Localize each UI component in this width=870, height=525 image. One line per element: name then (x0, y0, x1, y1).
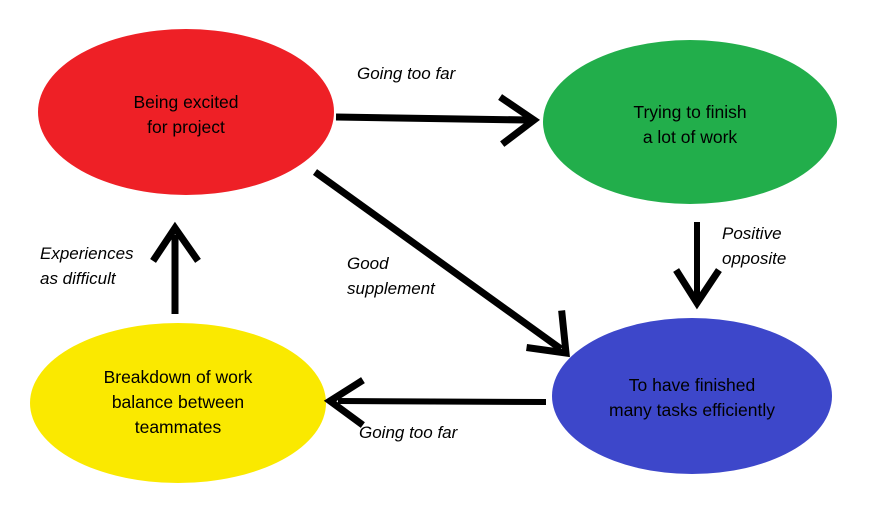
node-ellipse-trying[interactable] (543, 40, 837, 204)
edge-label-good-supplement: Good supplement (347, 254, 435, 298)
edge-label-experiences-as-difficult: Experiences as difficult (40, 244, 134, 288)
arrow-trying-to-finished[interactable] (673, 222, 722, 310)
edge-label-going-too-far-bottom: Going too far (359, 423, 458, 442)
node-ellipse-finished[interactable] (552, 318, 832, 474)
edge-label-positive-opposite: Positive opposite (722, 224, 787, 268)
arrow-breakdown-to-excited[interactable] (150, 221, 201, 314)
arrow-excited-to-trying[interactable] (335, 94, 541, 147)
node-ellipse-breakdown[interactable] (30, 323, 326, 483)
arrow-excited-to-finished[interactable] (312, 169, 570, 358)
edge-label-going-too-far-top: Going too far (357, 64, 456, 83)
arrow-finished-to-breakdown[interactable] (323, 377, 547, 428)
node-ellipse-excited[interactable] (38, 29, 334, 195)
